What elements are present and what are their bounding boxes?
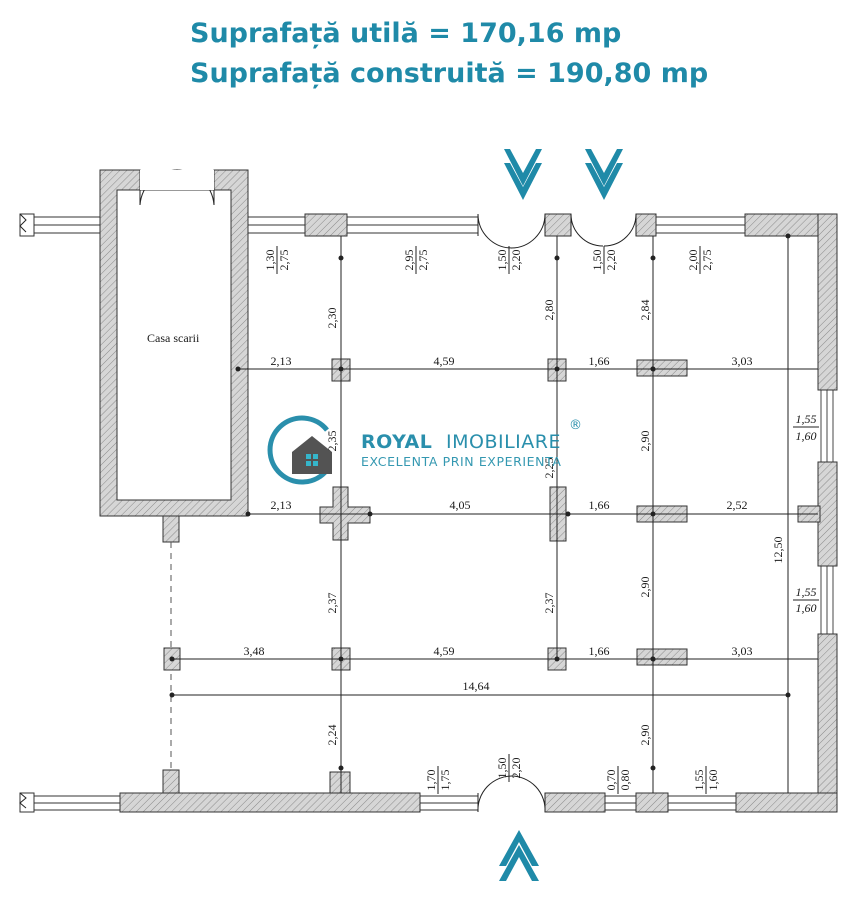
dim-v-237b: 2,37: [542, 593, 556, 614]
dim-v-237a: 2,37: [325, 593, 339, 614]
dim-v-225: 2,25: [542, 458, 556, 479]
dim-h-166c: 1,66: [589, 644, 610, 658]
entrance-arrows: [499, 149, 623, 881]
built-area-title: Suprafață construită = 190,80 mp: [190, 58, 709, 89]
dim-v-235: 2,35: [325, 431, 339, 452]
dim-h-213b: 2,13: [271, 498, 292, 512]
dim-d1-top: 1,50: [495, 250, 509, 271]
dim-h-405: 4,05: [450, 498, 471, 512]
dim-side1-top: 1,55: [796, 412, 817, 426]
stairwell-label: Casa scarii: [147, 331, 200, 345]
dim-v-230: 2,30: [325, 308, 339, 329]
brand-name-light: IMOBILIARE: [446, 431, 561, 453]
dim-side2-top: 1,55: [796, 585, 817, 599]
dim-d2-bottom: 2,20: [604, 250, 618, 271]
dim-b3-bottom: 0,80: [618, 770, 632, 791]
dim-v-290b: 2,90: [638, 577, 652, 598]
dim-w3-bottom: 2,75: [700, 250, 714, 271]
dim-side1-bottom: 1,60: [796, 429, 817, 443]
house-logo-icon: [267, 415, 332, 485]
entrance-arrow-down-icon: [504, 149, 542, 200]
dim-w1-bottom: 2,75: [277, 250, 291, 271]
dim-b4-bottom: 1,60: [706, 770, 720, 791]
dim-w2-top: 2,95: [402, 250, 416, 271]
brand-name-bold: ROYAL: [361, 431, 432, 453]
dim-side2-bottom: 1,60: [796, 601, 817, 615]
usable-area-title: Suprafață utilă = 170,16 mp: [190, 18, 622, 49]
stairwell-room: Casa scarii: [99, 169, 249, 770]
dim-h-303b: 3,03: [732, 644, 753, 658]
dim-v-224: 2,24: [325, 725, 339, 746]
dim-b1-bottom: 1,75: [438, 770, 452, 791]
dim-b1-top: 1,70: [424, 770, 438, 791]
brand-tagline: EXCELENTA PRIN EXPERIENTA: [361, 454, 562, 469]
span-dimensions: 2,30 2,80 2,84 2,13 4,59 1,66 3,03 2,35 …: [244, 300, 786, 746]
dim-h-1464: 14,64: [463, 679, 490, 693]
entrance-arrow-up-icon: [499, 830, 539, 881]
dim-w1-top: 1,30: [263, 250, 277, 271]
dimension-dots: [169, 233, 791, 771]
dim-h-459b: 4,59: [434, 644, 455, 658]
registered-mark: ®: [569, 418, 582, 433]
doors: [477, 213, 637, 813]
dim-d1-bottom: 2,20: [509, 250, 523, 271]
dim-b2-top: 1,50: [495, 758, 509, 779]
entrance-arrow-down-icon: [585, 149, 623, 200]
dim-w3-top: 2,00: [686, 250, 700, 271]
dim-b2-bottom: 2,20: [509, 758, 523, 779]
dim-v-290c: 2,90: [638, 725, 652, 746]
dim-b3-top: 0,70: [604, 770, 618, 791]
dim-h-348: 3,48: [244, 644, 265, 658]
dim-v-1250: 12,50: [771, 537, 785, 564]
dim-d2-top: 1,50: [590, 250, 604, 271]
dim-h-166a: 1,66: [589, 354, 610, 368]
brand-logo: ROYAL IMOBILIARE ® EXCELENTA PRIN EXPERI…: [267, 415, 582, 485]
dim-h-303a: 3,03: [732, 354, 753, 368]
dim-h-166b: 1,66: [589, 498, 610, 512]
dim-v-284: 2,84: [638, 300, 652, 321]
dim-v-280: 2,80: [542, 300, 556, 321]
dim-h-252: 2,52: [727, 498, 748, 512]
dim-b4-top: 1,55: [692, 770, 706, 791]
dim-h-213a: 2,13: [271, 354, 292, 368]
dim-w2-bottom: 2,75: [416, 250, 430, 271]
dim-v-290a: 2,90: [638, 431, 652, 452]
dimension-lines: [172, 236, 818, 793]
dim-h-459a: 4,59: [434, 354, 455, 368]
